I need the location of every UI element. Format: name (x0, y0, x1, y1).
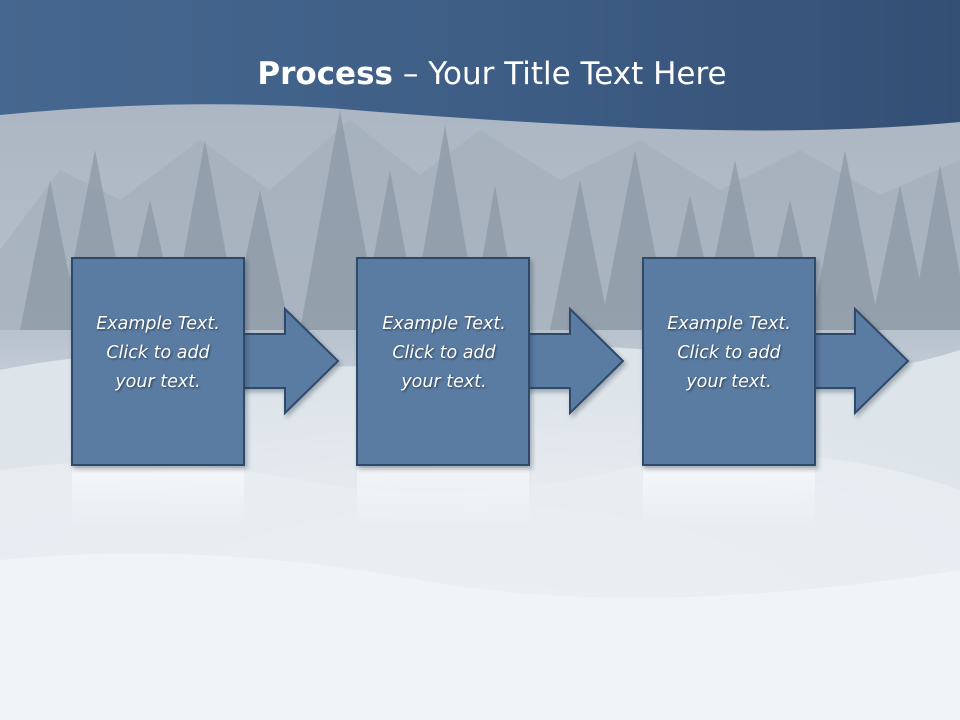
title-bold-text: Process (257, 56, 393, 92)
step-line: Click to add (392, 343, 496, 363)
step-box-2[interactable] (356, 257, 530, 466)
title-rest-text: – Your Title Text Here (393, 56, 727, 92)
step-text-3[interactable]: Example Text. Click to add your text. (643, 310, 815, 397)
reflections (72, 468, 815, 528)
step-text-2[interactable]: Example Text. Click to add your text. (358, 310, 530, 397)
step-line: Example Text. (382, 314, 506, 334)
step-line: your text. (401, 372, 487, 392)
step-box-1[interactable] (71, 257, 245, 466)
step-line: Click to add (106, 343, 210, 363)
step-line: your text. (115, 372, 201, 392)
right-arrow-icon (239, 306, 340, 416)
step-box-3[interactable] (642, 257, 816, 466)
step-line: your text. (686, 372, 772, 392)
step-line: Example Text. (96, 314, 220, 334)
step-line: Click to add (677, 343, 781, 363)
right-arrow-icon (809, 306, 910, 416)
step-text-1[interactable]: Example Text. Click to add your text. (72, 310, 244, 397)
right-arrow-icon (524, 306, 625, 416)
step-line: Example Text. (667, 314, 791, 334)
slide-title[interactable]: Process – Your Title Text Here (0, 52, 960, 96)
